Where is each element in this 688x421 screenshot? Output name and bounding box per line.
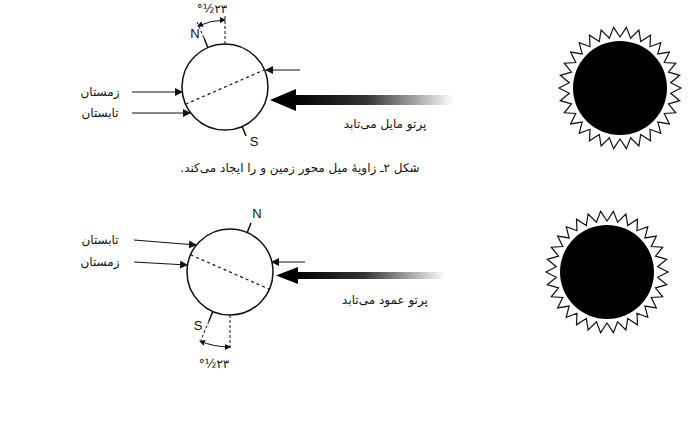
pole-label: S bbox=[250, 134, 259, 150]
angle-label: ۲۳½° bbox=[197, 2, 228, 16]
pole-label: N bbox=[252, 206, 261, 222]
ray-label: پرتو عمود می‌تابد bbox=[342, 293, 428, 307]
season-label: زمستان bbox=[80, 255, 119, 269]
angle-label: ۲۳½° bbox=[199, 357, 230, 371]
sun-top bbox=[559, 27, 681, 148]
earth-bottom bbox=[134, 223, 305, 350]
ray-arrow-bottom bbox=[276, 267, 446, 284]
sun-bottom bbox=[546, 211, 668, 332]
pole-label: S bbox=[194, 318, 203, 334]
season-label: تابستان bbox=[81, 106, 118, 120]
season-label: زمستان bbox=[80, 85, 119, 99]
figure-caption: شکل ۲ـ زاویهٔ میل محور زمین و را ایجاد م… bbox=[180, 161, 419, 175]
ray-arrow-top bbox=[270, 89, 454, 111]
pole-label: N bbox=[190, 26, 199, 42]
season-label: تابستان bbox=[81, 233, 118, 247]
earth-top bbox=[132, 16, 300, 136]
ray-label: پرتو مایل می‌تابد bbox=[344, 117, 427, 131]
